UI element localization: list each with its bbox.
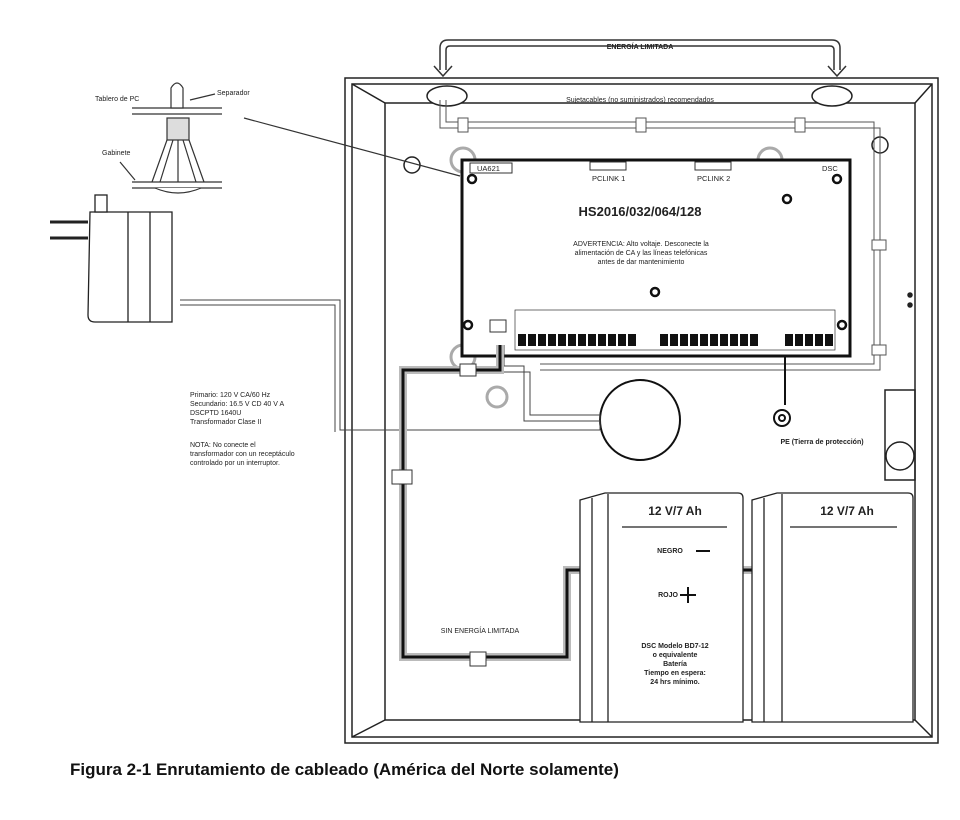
note-line: controlado por un interruptor.: [190, 460, 280, 467]
black-label: NEGRO: [657, 548, 683, 555]
pe-ground-lug: [773, 355, 791, 427]
battery-info: Tiempo en espera:: [644, 670, 706, 677]
battery-info: DSC Modelo BD7-12: [641, 643, 708, 650]
plus-icon: [680, 587, 696, 603]
pc-board-label: Tablero de PC: [95, 96, 139, 103]
terminal-screw: [690, 334, 698, 346]
enclosure: [344, 77, 939, 744]
pclink2-label: PCLINK 2: [697, 174, 730, 183]
terminal-screw: [598, 334, 606, 346]
battery-info: 24 hrs mínimo.: [650, 679, 699, 686]
terminal-screw: [558, 334, 566, 346]
terminal-screw: [740, 334, 748, 346]
battery-2-rating: 12 V/7 Ah: [820, 504, 874, 518]
note-line: transformador con un receptáculo: [190, 451, 295, 458]
knockout: [599, 379, 681, 461]
note-line: NOTA: No conecte el: [190, 442, 256, 449]
terminal-screw: [628, 334, 636, 346]
transformer-spec: Primario: 120 V CA/60 Hz: [190, 392, 271, 399]
limited-energy-arrow: [433, 39, 847, 78]
transformer-spec: Secundario: 16.5 V CD 40 V A: [190, 401, 284, 408]
terminal-screw: [795, 334, 803, 346]
warning-line: alimentación de CA y las líneas telefóni…: [575, 250, 708, 257]
control-panel-board: [460, 158, 852, 358]
terminal-screw: [608, 334, 616, 346]
non-limited-label: SIN ENERGÍA LIMITADA: [441, 626, 520, 635]
transformer-spec: Transformador Clase II: [190, 419, 261, 426]
transformer-icon: [50, 194, 173, 323]
terminal-screw: [815, 334, 823, 346]
battery-info: o equivalente: [653, 652, 698, 659]
red-label: ROJO: [658, 592, 678, 599]
cable-ties-label: Sujetacables (no suministrados) recomend…: [566, 97, 714, 104]
transformer-spec: DSCPTD 1640U: [190, 410, 241, 417]
terminal-screw: [548, 334, 556, 346]
battery-1-rating: 12 V/7 Ah: [648, 504, 702, 518]
terminal-screw: [730, 334, 738, 346]
figure-caption: Figura 2-1 Enrutamiento de cableado (Amé…: [70, 760, 619, 779]
warning-line: ADVERTENCIA: Alto voltaje. Desconecte la: [573, 241, 709, 248]
terminal-screw: [710, 334, 718, 346]
warning-line: antes de dar mantenimiento: [598, 259, 685, 266]
terminal-screw: [805, 334, 813, 346]
dsc-label: DSC: [822, 164, 838, 173]
terminal-screw: [660, 334, 668, 346]
terminal-screw: [785, 334, 793, 346]
terminal-screw: [825, 334, 833, 346]
cable-route-top: [439, 100, 887, 371]
terminal-screw: [518, 334, 526, 346]
terminal-screw: [568, 334, 576, 346]
terminal-screw: [700, 334, 708, 346]
standoff-label: Separador: [217, 90, 250, 97]
terminal-screw: [528, 334, 536, 346]
model-label: HS2016/032/064/128: [579, 204, 702, 219]
pclink1-label: PCLINK 1: [592, 174, 625, 183]
terminal-screw: [680, 334, 688, 346]
terminal-screw: [670, 334, 678, 346]
ua621-label: UA621: [477, 164, 500, 173]
pe-label: PE (Tierra de protección): [780, 439, 863, 446]
terminal-screw: [720, 334, 728, 346]
battery-2: [751, 492, 914, 723]
standoff-detail: [119, 82, 461, 194]
terminals: [518, 334, 833, 346]
limited-energy-label: ENERGÍA LIMITADA: [607, 42, 674, 51]
terminal-screw: [588, 334, 596, 346]
terminal-screw: [750, 334, 758, 346]
battery-1: [579, 492, 744, 723]
terminal-screw: [538, 334, 546, 346]
terminal-screw: [578, 334, 586, 346]
terminal-screw: [618, 334, 626, 346]
battery-info: Batería: [663, 661, 687, 668]
cabinet-label: Gabinete: [102, 150, 131, 157]
